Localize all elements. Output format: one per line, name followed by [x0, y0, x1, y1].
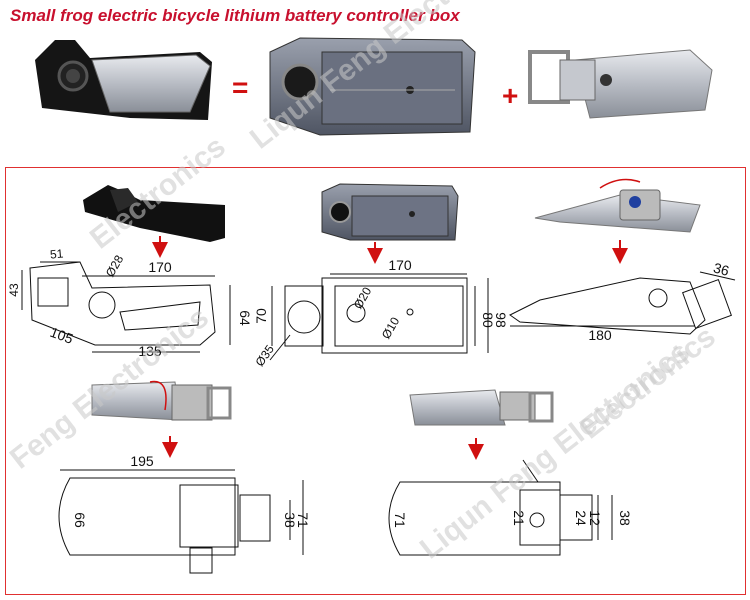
dim-38-b: 38 [617, 510, 633, 526]
dim-180: 180 [588, 327, 612, 343]
assembled-controller-box-photo [35, 40, 212, 120]
dim-43: 43 [7, 283, 21, 297]
assembled-bracket-photo-right [409, 389, 554, 426]
dim-phi-10: Ø10 [379, 314, 403, 341]
box-cover-photo [83, 185, 225, 242]
dim-51: 51 [49, 246, 64, 261]
page-title: Small frog electric bicycle lithium batt… [10, 6, 460, 25]
equals-sign: = [232, 72, 249, 103]
dim-71-b: 71 [392, 512, 408, 528]
assembled-bracket-photo-left [91, 380, 232, 421]
dim-170-a: 170 [148, 259, 172, 275]
bracket-side-photo [534, 178, 701, 233]
dim-phi-28: Ø28 [103, 252, 127, 279]
dim-98: 98 [493, 312, 509, 328]
drawing-base-dimensions [269, 273, 489, 361]
dim-21: 21 [511, 510, 527, 526]
dim-64: 64 [237, 310, 253, 326]
dim-24: 24 [573, 510, 589, 526]
metal-bracket-photo [528, 49, 713, 119]
dim-71-a: 71 [295, 512, 311, 528]
technical-drawings-frame [5, 167, 746, 595]
dim-phi-20: Ø20 [351, 284, 375, 311]
dim-105: 105 [48, 324, 76, 347]
dim-80: 80 [480, 312, 496, 328]
dim-66: 66 [72, 512, 88, 528]
drawing-assembly-left-dimensions [58, 469, 304, 574]
plastic-box-photo [269, 37, 476, 136]
drawing-assembly-right-dimensions [388, 459, 613, 556]
dim-135: 135 [138, 343, 162, 359]
drawing-bracket-dimensions [509, 271, 736, 335]
dim-12: 12 [587, 510, 603, 526]
dim-170-b: 170 [388, 257, 412, 273]
dim-195: 195 [130, 453, 154, 469]
dim-36-a: 36 [712, 259, 731, 279]
plus-sign: + [502, 80, 519, 111]
box-base-photo [321, 183, 459, 241]
drawing-cover-dimensions [21, 261, 231, 353]
dim-70: 70 [253, 308, 269, 324]
dim-38-a: 38 [282, 512, 298, 528]
